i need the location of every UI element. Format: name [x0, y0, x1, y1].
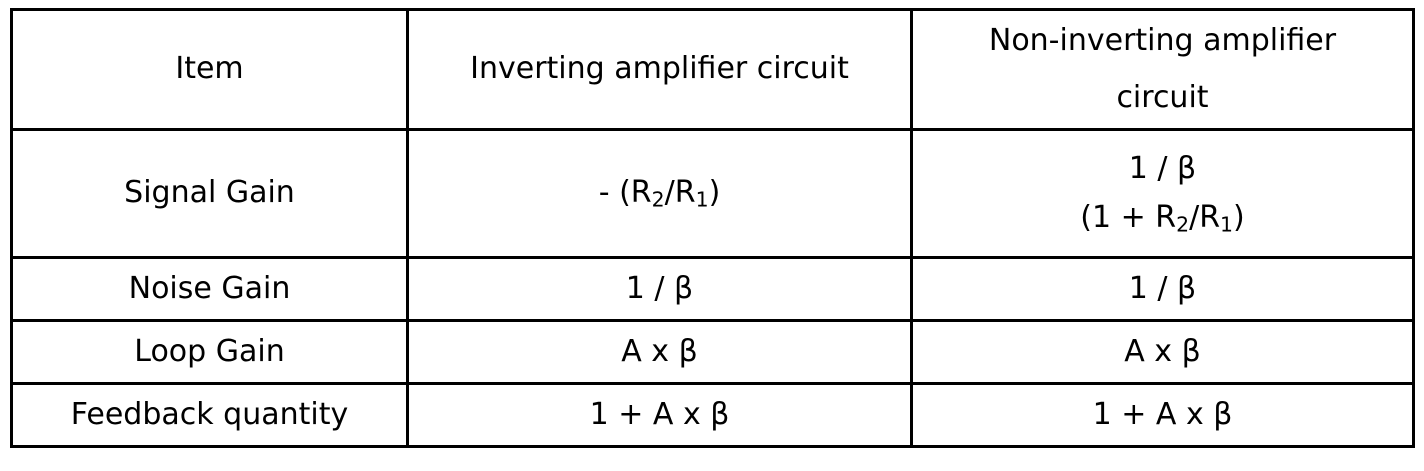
cell-formula-line1: 1 / β [1128, 150, 1197, 186]
row-label-noise-gain: Noise Gain [10, 256, 409, 322]
table-row: Signal Gain - (R2/R1) 1 / β (1 + R2/R1) [10, 128, 1415, 259]
cell-text: Feedback quantity [70, 396, 349, 432]
cell-formula: A x β [621, 333, 698, 369]
cell-loop-gain-inverting: A x β [406, 319, 913, 385]
header-cell-item: Item [10, 8, 409, 131]
table-header-row: Item Inverting amplifier circuit Non-inv… [10, 8, 1415, 131]
cell-feedback-quantity-inverting: 1 + A x β [406, 382, 913, 448]
table-row: Loop Gain A x β A x β [10, 319, 1415, 385]
header-inverting-label: Inverting amplifier circuit [470, 51, 849, 87]
amplifier-comparison-table: Item Inverting amplifier circuit Non-inv… [10, 8, 1415, 448]
header-noninverting-label-line2: circuit [1116, 79, 1209, 115]
header-cell-noninverting: Non-inverting amplifier circuit [910, 8, 1415, 131]
header-cell-inverting: Inverting amplifier circuit [406, 8, 913, 131]
cell-formula: 1 / β [1128, 270, 1197, 306]
cell-feedback-quantity-noninverting: 1 + A x β [910, 382, 1415, 448]
subscript: 1 [1220, 211, 1234, 236]
row-label-loop-gain: Loop Gain [10, 319, 409, 385]
cell-formula: 1 + A x β [1092, 396, 1233, 432]
cell-text: Noise Gain [128, 270, 291, 306]
subscript: 1 [695, 187, 709, 212]
formula-part: - (R [598, 175, 652, 211]
cell-formula-line2: (1 + R2/R1) [919, 200, 1406, 237]
formula-part: ) [1233, 199, 1245, 235]
header-item-label: Item [175, 51, 244, 87]
formula-part: (1 + R [1080, 199, 1177, 235]
table-row: Noise Gain 1 / β 1 / β [10, 256, 1415, 322]
cell-formula: 1 / β [625, 270, 694, 306]
formula-part: ) [708, 175, 721, 211]
cell-formula: 1 + A x β [589, 396, 730, 432]
table-row: Feedback quantity 1 + A x β 1 + A x β [10, 382, 1415, 448]
formula-part: /R [1189, 199, 1221, 235]
cell-text: Signal Gain [124, 175, 295, 211]
cell-signal-gain-inverting: - (R2/R1) [406, 128, 913, 259]
cell-formula: A x β [1124, 333, 1201, 369]
cell-text: Loop Gain [134, 333, 285, 369]
cell-signal-gain-noninverting: 1 / β (1 + R2/R1) [910, 128, 1415, 259]
cell-noise-gain-noninverting: 1 / β [910, 256, 1415, 322]
cell-formula: - (R2/R1) [415, 175, 904, 212]
subscript: 2 [1176, 211, 1190, 236]
row-label-feedback-quantity: Feedback quantity [10, 382, 409, 448]
cell-loop-gain-noninverting: A x β [910, 319, 1415, 385]
subscript: 2 [651, 187, 665, 212]
header-noninverting-label-line1: Non-inverting amplifier [988, 22, 1337, 58]
cell-noise-gain-inverting: 1 / β [406, 256, 913, 322]
row-label-signal-gain: Signal Gain [10, 128, 409, 259]
formula-part: /R [664, 175, 696, 211]
